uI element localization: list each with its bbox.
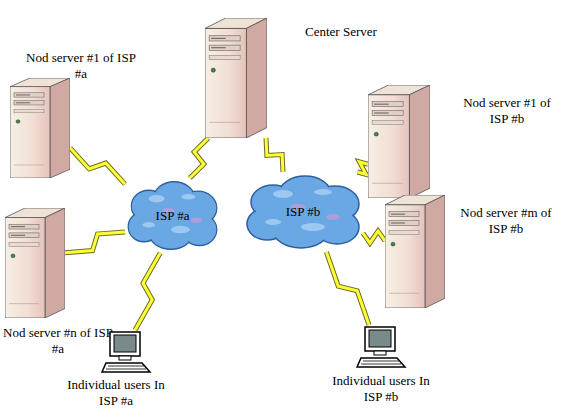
lightning-bolt (266, 138, 283, 172)
server-node: Nod server #1 of ISP #a (10, 78, 70, 178)
isp-cloud: ISP #b (243, 172, 363, 252)
lightning-bolt (70, 148, 125, 184)
server-node: Nod server #1 of ISP #b (368, 85, 430, 198)
lightning-bolt (190, 138, 208, 178)
server-node: Center Server (205, 18, 267, 138)
lightning-outline (357, 162, 368, 175)
server-tower (205, 18, 267, 138)
lightning-bolt (357, 162, 368, 175)
server-tower (368, 85, 430, 198)
lightning-bolt (363, 231, 385, 243)
computer-icon (355, 325, 410, 371)
node-label: Individual users In ISP #a (65, 377, 167, 409)
lightning-link (70, 148, 125, 184)
lightning-link (190, 138, 208, 178)
lightning-link (357, 162, 368, 175)
computer-icon (100, 330, 155, 376)
node-label: Nod server #m of ISP #b (450, 205, 562, 237)
lightning-link (326, 252, 369, 325)
lightning-bolt (135, 253, 160, 330)
lightning-link (363, 231, 385, 243)
isp-cloud: ISP #a (125, 178, 220, 253)
lightning-outline (326, 252, 369, 325)
server-tower (385, 195, 445, 308)
lightning-link (65, 232, 125, 253)
cloud-label: ISP #b (243, 172, 363, 252)
lightning-outline (266, 138, 283, 172)
lightning-link (135, 253, 160, 330)
lightning-outline (135, 253, 160, 330)
lightning-outline (70, 148, 125, 184)
lightning-outline (190, 138, 208, 178)
node-label: Nod server #1 of ISP #b (462, 95, 552, 127)
server-tower (10, 78, 70, 178)
node-label: Individual users In ISP #b (330, 373, 432, 405)
cloud-label: ISP #a (125, 178, 220, 253)
node-label: Nod server #1 of ISP #a (26, 50, 136, 82)
lightning-bolt (326, 252, 369, 325)
server-node: Nod server #m of ISP #b (385, 195, 445, 308)
lightning-bolt (65, 232, 125, 253)
user-node: Individual users In ISP #a (100, 330, 155, 376)
lightning-outline (363, 231, 385, 243)
node-label: Center Server (305, 24, 425, 40)
node-label: Nod server #n of ISP #a (2, 325, 114, 357)
server-tower (5, 208, 65, 318)
lightning-link (266, 138, 283, 172)
lightning-outline (65, 232, 125, 253)
user-node: Individual users In ISP #b (355, 325, 410, 371)
server-node: Nod server #n of ISP #a (5, 208, 65, 318)
